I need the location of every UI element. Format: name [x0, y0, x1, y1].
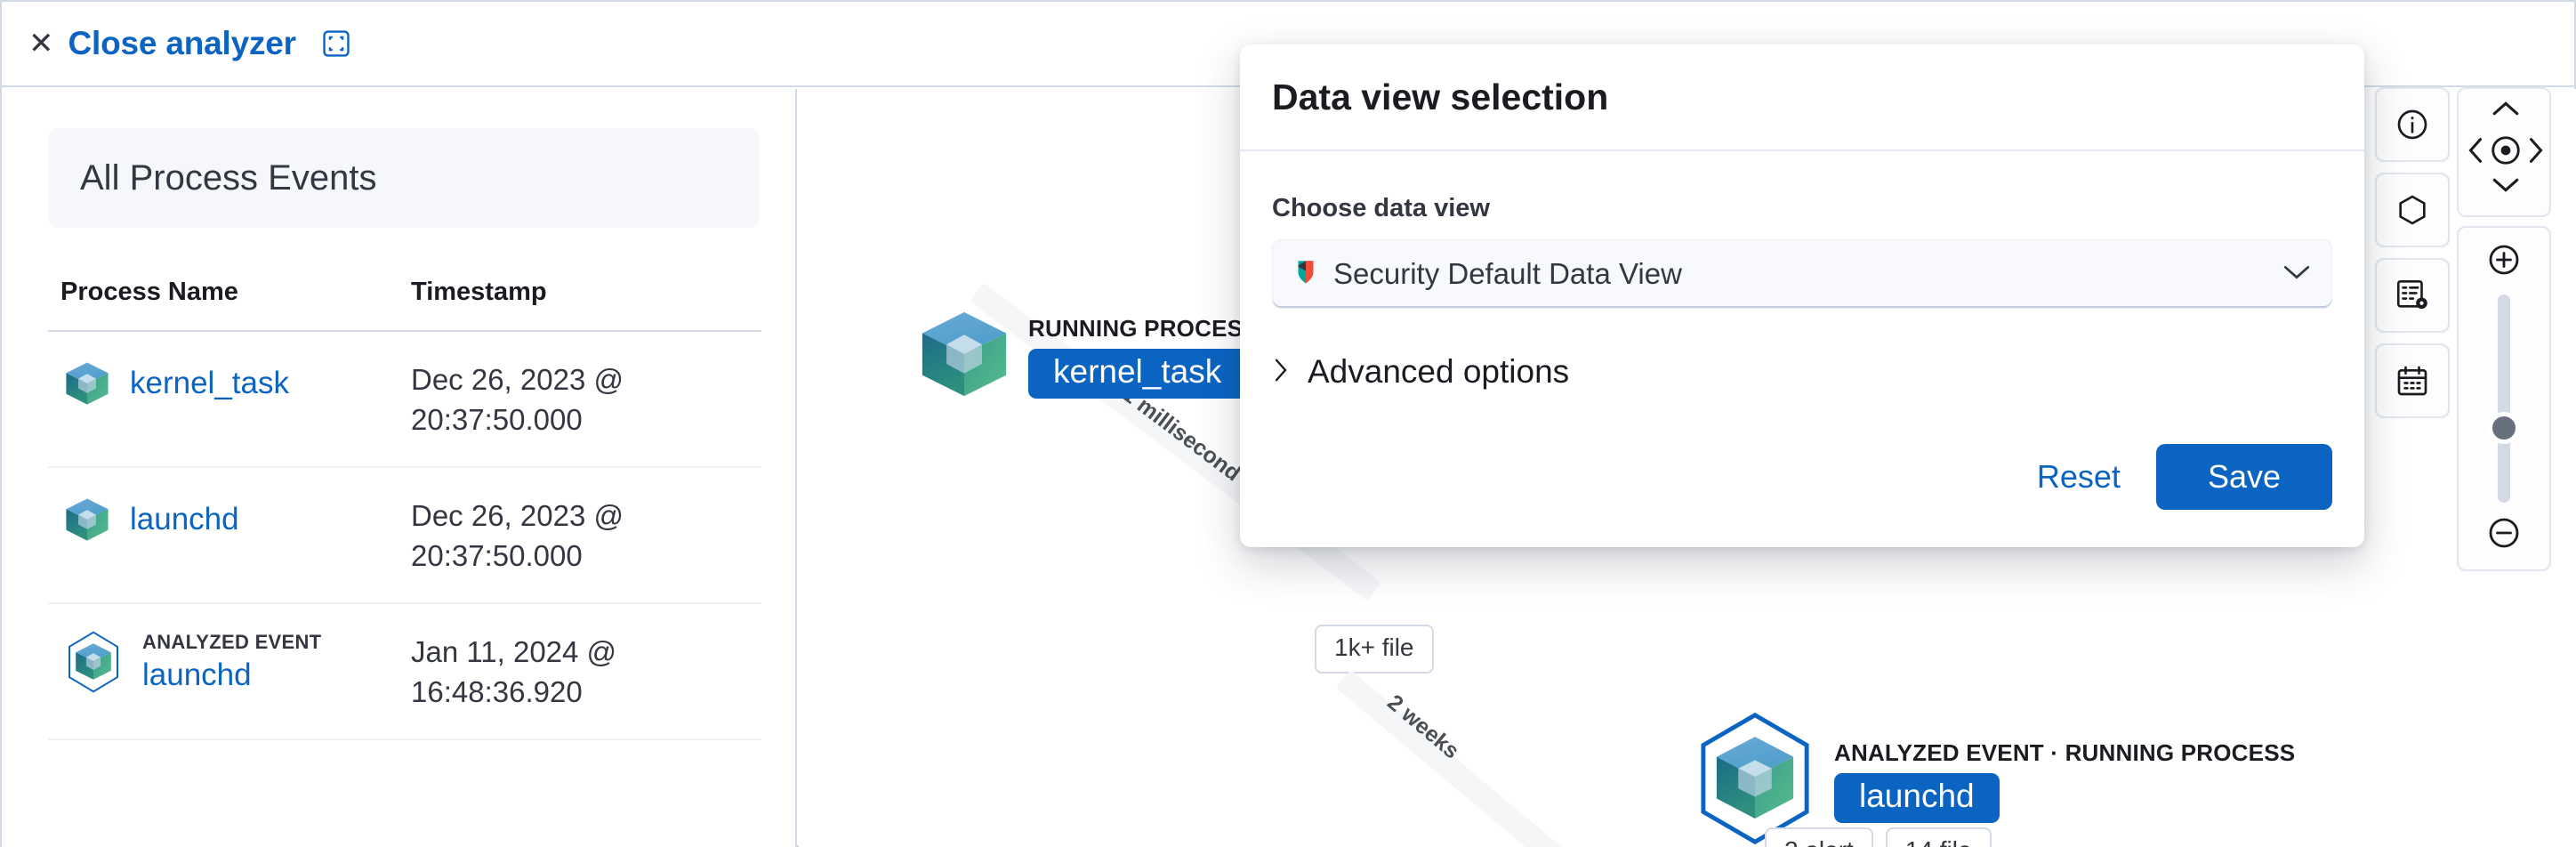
- node-legend-button[interactable]: [2375, 173, 2450, 247]
- process-name-cell: launchd: [48, 493, 411, 546]
- analyzed-event-tag: ANALYZED EVENT: [142, 631, 322, 654]
- graph-node-label[interactable]: kernel_task: [1028, 348, 1247, 399]
- process-link[interactable]: launchd: [130, 502, 239, 537]
- table-row[interactable]: kernel_task Dec 26, 2023 @ 20:37:50.000: [48, 332, 761, 469]
- process-cube-icon: [60, 357, 114, 410]
- file-count-badge[interactable]: 1k+ file: [1315, 625, 1434, 674]
- chevron-right-icon[interactable]: [2526, 135, 2546, 170]
- date-picker-button[interactable]: [2375, 343, 2450, 418]
- graph-edge: [1335, 670, 1590, 847]
- close-icon[interactable]: ✕: [28, 27, 54, 60]
- chevron-down-icon[interactable]: [2282, 262, 2312, 287]
- graph-node-kernel-task[interactable]: RUNNING PROCESS kernel_task: [913, 302, 1259, 410]
- elastic-security-logo-icon: [1292, 257, 1319, 292]
- modal-header: Data view selection: [1240, 44, 2364, 151]
- graph-node-label[interactable]: launchd: [1834, 772, 2000, 823]
- process-cube-icon: [913, 302, 1016, 410]
- page-title: All Process Events: [80, 157, 377, 198]
- pan-control[interactable]: [2457, 87, 2551, 217]
- process-events-panel: All Process Events Process Name Timestam…: [2, 89, 797, 847]
- process-name-text: ANALYZED EVENT launchd: [142, 631, 321, 693]
- process-link[interactable]: launchd: [142, 657, 252, 693]
- table-row[interactable]: ANALYZED EVENT launchd Jan 11, 2024 @ 16…: [48, 604, 761, 741]
- column-header-process-name: Process Name: [60, 278, 238, 306]
- table-header-row: Process Name Timestamp: [48, 278, 761, 332]
- table-row[interactable]: launchd Dec 26, 2023 @ 20:37:50.000: [48, 468, 761, 605]
- analyzed-event-cube-icon: [1688, 712, 1822, 847]
- modal-footer: Reset Save: [2016, 444, 2332, 510]
- modal-title: Data view selection: [1272, 76, 1609, 117]
- chevron-down-icon[interactable]: [2491, 174, 2521, 200]
- edge-badge-row: 1k+ file: [1315, 625, 1434, 674]
- timestamp-cell: Dec 26, 2023 @ 20:37:50.000: [411, 499, 624, 572]
- process-name-cell: ANALYZED EVENT launchd: [48, 629, 411, 695]
- data-view-select-value: Security Default Data View: [1333, 257, 1682, 290]
- timestamp-cell: Jan 11, 2024 @ 16:48:36.920: [411, 635, 617, 708]
- graph-node-kicker: ANALYZED EVENT · RUNNING PROCESS: [1834, 738, 2296, 766]
- graph-tool-rail: [2375, 87, 2450, 429]
- alert-count-badge[interactable]: 2 alert: [1765, 827, 1873, 847]
- chevron-right-icon: [1272, 356, 1290, 389]
- chevron-up-icon[interactable]: [2491, 98, 2521, 124]
- close-analyzer-link[interactable]: Close analyzer: [68, 25, 297, 61]
- reset-button[interactable]: Reset: [2016, 446, 2142, 508]
- process-link[interactable]: kernel_task: [130, 366, 289, 400]
- data-view-selection-modal: Data view selection Choose data view Sec…: [1240, 44, 2364, 547]
- file-count-badge[interactable]: 14 file: [1885, 827, 1992, 847]
- fullscreen-icon[interactable]: [319, 27, 353, 60]
- panel-title-box: All Process Events: [48, 128, 760, 228]
- graph-node-text: ANALYZED EVENT · RUNNING PROCESS launchd: [1834, 739, 2295, 823]
- zoom-slider-thumb[interactable]: [2488, 412, 2520, 444]
- process-name-cell: kernel_task: [48, 357, 411, 410]
- advanced-options-toggle[interactable]: Advanced options: [1272, 353, 2332, 391]
- analyzed-event-cube-icon: [60, 629, 126, 695]
- legend-info-button[interactable]: [2375, 87, 2450, 162]
- zoom-out-icon[interactable]: [2486, 515, 2522, 555]
- graph-node-launchd[interactable]: ANALYZED EVENT · RUNNING PROCESS launchd: [1688, 712, 2295, 847]
- save-button[interactable]: Save: [2155, 444, 2332, 510]
- modal-body: Choose data view Security Default Data V…: [1240, 151, 2364, 391]
- timestamp-cell: Dec 26, 2023 @ 20:37:50.000: [411, 363, 624, 436]
- data-view-select[interactable]: Security Default Data View: [1272, 239, 2332, 309]
- zoom-slider[interactable]: [2488, 294, 2520, 503]
- zoom-in-icon[interactable]: [2486, 242, 2522, 282]
- process-cube-icon: [60, 493, 114, 546]
- graph-node-kicker: RUNNING PROCESS: [1028, 314, 1259, 342]
- schema-settings-button[interactable]: [2375, 258, 2450, 333]
- center-target-icon[interactable]: [2489, 133, 2523, 172]
- process-events-table: Process Name Timestamp: [48, 278, 761, 741]
- column-header-timestamp: Timestamp: [411, 278, 547, 306]
- chevron-left-icon[interactable]: [2466, 135, 2485, 170]
- process-name-text: launchd: [130, 502, 239, 537]
- process-name-text: kernel_task: [130, 366, 289, 401]
- zoom-control[interactable]: [2457, 226, 2551, 571]
- choose-data-view-label: Choose data view: [1272, 194, 1490, 222]
- node-badge-row: 2 alert 14 file: [1765, 827, 1992, 847]
- graph-node-text: RUNNING PROCESS kernel_task: [1028, 315, 1259, 399]
- advanced-options-label: Advanced options: [1308, 353, 1570, 390]
